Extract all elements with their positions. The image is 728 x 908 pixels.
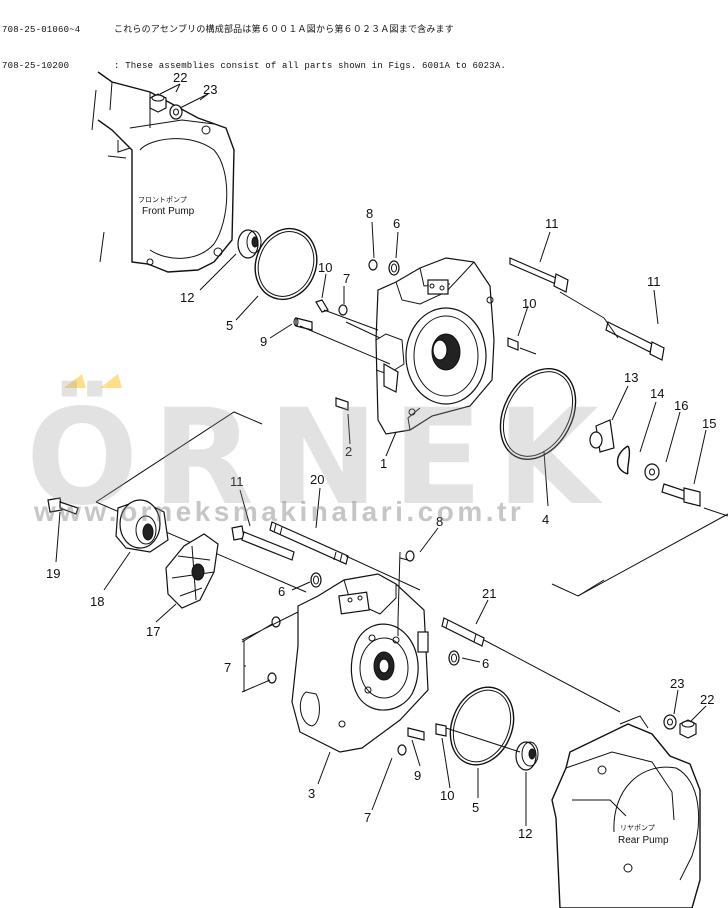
callout-11-top: 11: [545, 216, 559, 231]
callout-21: 21: [482, 586, 496, 601]
o-ring-6-lower: [310, 572, 322, 588]
callout-22-top: 22: [173, 70, 187, 85]
callout-6-right: 6: [482, 656, 489, 671]
header: 708-25-01060~4 これらのアセンブリの構成部品は第６００１Ａ図から第６…: [2, 0, 506, 84]
header-part-number-2: 708-25-10200: [2, 61, 70, 71]
pump-body-3: [291, 573, 429, 753]
bolt-11-upper-right: [605, 321, 665, 361]
clip-13: [589, 419, 615, 453]
callout-5-top: 5: [226, 318, 233, 333]
pin-10-right: [507, 337, 519, 351]
snap-ring-14: [616, 445, 631, 475]
callout-6-top: 6: [393, 216, 400, 231]
stud-21: [441, 617, 485, 647]
o-ring-6-top: [388, 260, 400, 276]
washer-23-lower: [663, 714, 677, 730]
plug-2: [335, 397, 349, 411]
callout-8-top: 8: [366, 206, 373, 221]
callout-10-top: 10: [318, 260, 332, 275]
callout-1: 1: [380, 456, 387, 471]
callout-7-top: 7: [343, 271, 350, 286]
callout-2: 2: [345, 444, 352, 459]
o-ring-5-lower: [449, 686, 515, 766]
o-ring-8-lower: [405, 550, 415, 562]
callout-10-lower: 10: [440, 788, 454, 803]
bolt-11-lower: [231, 525, 295, 561]
pin-10-lower: [435, 723, 447, 737]
callout-14: 14: [650, 386, 664, 401]
header-part-number-1: 708-25-01060~4: [2, 25, 81, 35]
callout-6-lower: 6: [278, 584, 285, 599]
callout-3: 3: [308, 786, 315, 801]
header-text-en: : These assemblies consist of all parts …: [114, 61, 507, 71]
header-line-1: 708-25-01060~4 これらのアセンブリの構成部品は第６００１Ａ図から第６…: [2, 24, 506, 36]
rear-pump-label-en: Rear Pump: [618, 835, 669, 846]
callout-7-left: 7: [224, 660, 231, 675]
washer-23-top: [169, 104, 183, 120]
bolt-15: [661, 483, 701, 507]
callout-12-top: 12: [180, 290, 194, 305]
callout-5-lower: 5: [472, 800, 479, 815]
bolt-11-upper-left: [509, 257, 569, 293]
pump-body-1: [375, 257, 495, 435]
o-ring-7-top: [338, 304, 348, 316]
callout-13: 13: [624, 370, 638, 385]
callout-11-right: 11: [647, 274, 661, 289]
callout-10-right: 10: [522, 296, 536, 311]
front-pump-label-jp: フロントポンプ: [138, 196, 187, 204]
o-ring-4: [499, 368, 577, 460]
nut-22-top: [149, 93, 167, 113]
callout-23-top: 23: [203, 82, 217, 97]
header-line-2: 708-25-10200 : These assemblies consist o…: [2, 60, 506, 72]
stud-20: [269, 521, 349, 565]
rear-pump-label-jp: リヤポンプ: [620, 824, 655, 832]
o-ring-6-right: [448, 650, 460, 666]
callout-23-lower: 23: [670, 676, 684, 691]
bearing-12-lower: [515, 741, 539, 771]
o-ring-7-lower-3: [397, 744, 407, 756]
impeller-17: [165, 533, 219, 609]
callout-8-lower: 8: [436, 514, 443, 529]
washer-16: [644, 463, 660, 481]
bolt-19: [47, 497, 79, 515]
callout-9-lower: 9: [414, 768, 421, 783]
callout-18: 18: [90, 594, 104, 609]
rear-pump-housing: [551, 715, 701, 908]
front-pump-label-en: Front Pump: [142, 206, 195, 217]
pin-9-top: [293, 317, 313, 331]
pin-9-lower: [407, 727, 425, 741]
header-text-jp: これらのアセンブリの構成部品は第６００１Ａ図から第６０２３Ａ図まで含みます: [114, 25, 454, 35]
flange-18: [115, 499, 169, 553]
callout-19: 19: [46, 566, 60, 581]
callout-15: 15: [702, 416, 716, 431]
pin-10-top: [315, 299, 329, 313]
bearing-12-top: [237, 229, 262, 259]
nut-22-lower: [679, 719, 697, 739]
callout-20: 20: [310, 472, 324, 487]
callout-11-lower: 11: [230, 474, 244, 489]
o-ring-5-top: [254, 227, 318, 301]
callout-17: 17: [146, 624, 160, 639]
callout-9-top: 9: [260, 334, 267, 349]
callout-7-lower: 7: [364, 810, 371, 825]
callout-16: 16: [674, 398, 688, 413]
callout-22-lower: 22: [700, 692, 714, 707]
o-ring-8-top: [368, 259, 378, 271]
callout-12-lower: 12: [518, 826, 532, 841]
o-ring-7-lower-2: [267, 672, 277, 684]
callout-4: 4: [542, 512, 549, 527]
